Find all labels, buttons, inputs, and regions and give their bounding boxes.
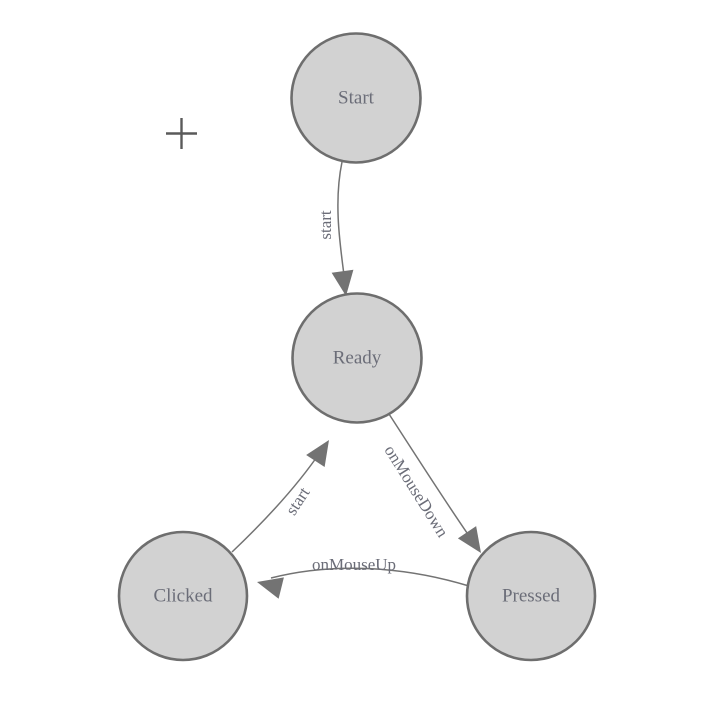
node-clicked[interactable]: Clicked [117,530,249,662]
edge-label: onMouseUp [312,555,396,574]
edge-line [270,567,470,587]
crosshair-icon[interactable] [166,118,197,149]
edge-arrowhead [306,440,329,467]
node-label: Start [338,87,375,108]
edge-label: start [316,210,335,240]
node-circle [117,530,249,662]
edge-clicked-to-ready[interactable]: start [231,434,338,553]
node-ready[interactable]: Ready [291,292,423,424]
edge-line [337,161,346,284]
edge-arrowhead [457,526,481,553]
node-circle [290,32,422,164]
edge-arrowhead [257,577,284,599]
edge-ready-to-pressed[interactable]: onMouseDown [381,413,491,559]
node-circle [465,530,597,662]
edge-line [231,450,322,553]
node-label: Ready [333,347,382,368]
edge-start-to-ready[interactable]: start [316,161,357,298]
edge-pressed-to-clicked[interactable]: onMouseUp [254,555,470,599]
markers-layer [166,118,197,149]
node-start[interactable]: Start [290,32,422,164]
node-circle [291,292,423,424]
node-label: Clicked [153,585,213,606]
edge-label: start [282,483,314,518]
edge-line [388,413,475,544]
node-label: Pressed [502,585,561,606]
edge-arrowhead [331,269,354,296]
node-pressed[interactable]: Pressed [465,530,597,662]
